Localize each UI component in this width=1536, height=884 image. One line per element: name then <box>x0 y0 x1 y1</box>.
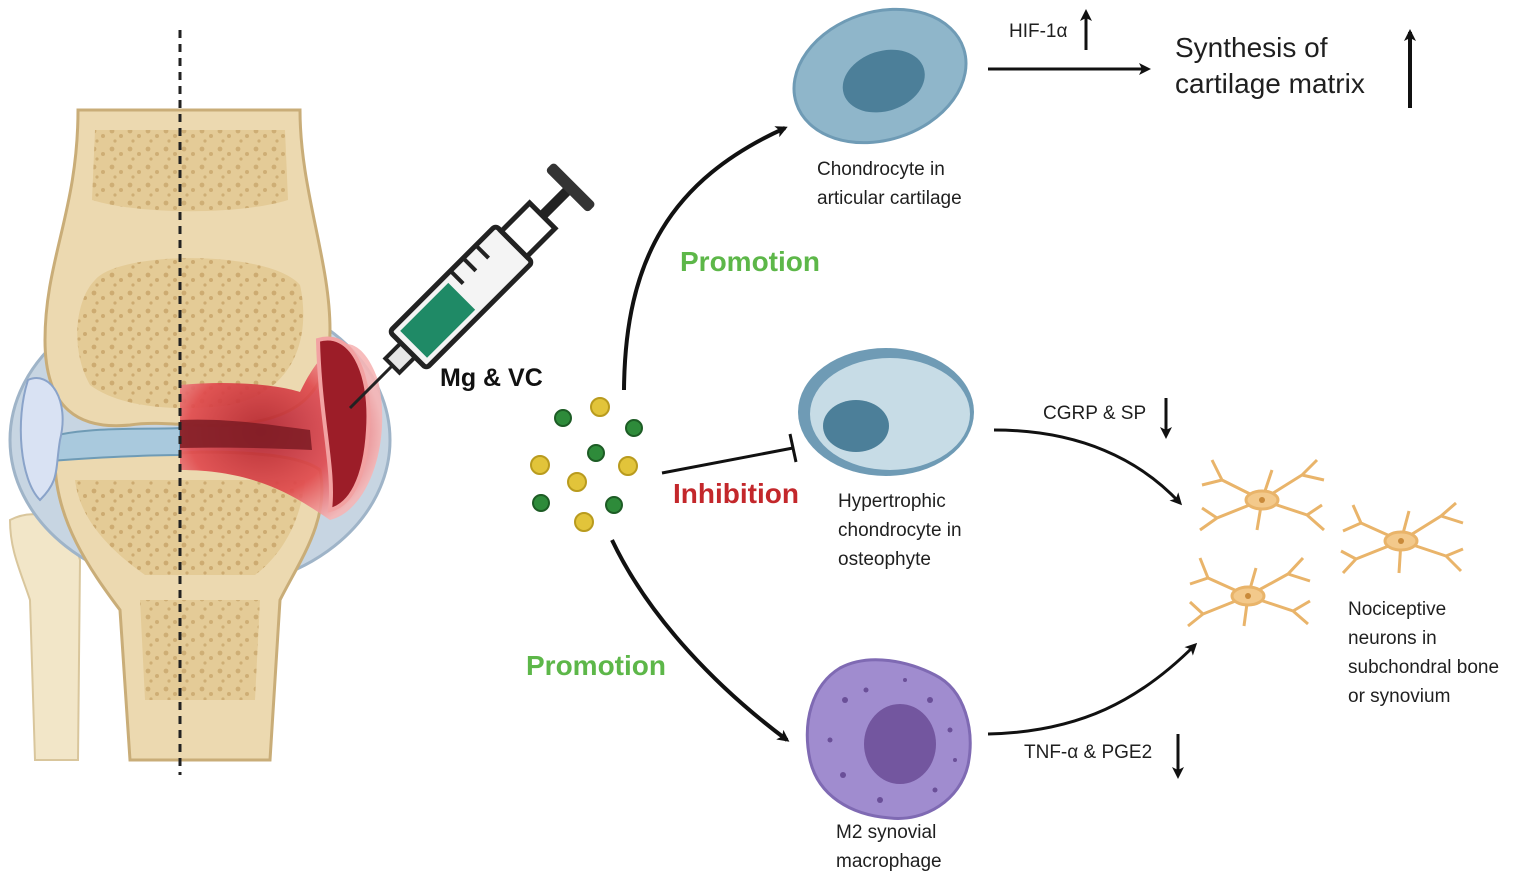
tnf-label: TNF-α & PGE2 <box>1024 742 1153 763</box>
outcome-label-line1: Synthesis of <box>1175 32 1328 63</box>
particle-green <box>554 409 572 427</box>
neurons-label-line4: or synovium <box>1348 686 1451 707</box>
nociceptive-neuron <box>1187 556 1311 628</box>
inhibition-arrow <box>661 446 794 475</box>
agent-label: Mg & VC <box>440 364 543 392</box>
particle-green <box>532 494 550 512</box>
outcome-label: Synthesis of cartilage matrix <box>1175 30 1365 102</box>
hypertrophic-label-line1: Hypertrophic <box>838 491 946 512</box>
tibia-lower-spongy <box>140 600 260 700</box>
femur-spongy-bone <box>77 258 304 409</box>
particle-yellow <box>574 512 594 532</box>
neurons-label-line2: neurons in <box>1348 628 1437 649</box>
particle-green <box>587 444 605 462</box>
particle-green <box>625 419 643 437</box>
inhibition-bar <box>788 433 798 463</box>
chondrocyte-label-line1: Chondrocyte in <box>817 159 945 180</box>
macrophage-label-line2: macrophage <box>836 851 942 872</box>
arrow-hypertrophic-to-neurons <box>993 428 1183 506</box>
hypertrophic-label-line2: chondrocyte in <box>838 520 962 541</box>
neurons-label-line3: subchondral bone <box>1348 657 1500 678</box>
promotion-arrow-top <box>622 126 788 391</box>
macrophage-label-line1: M2 synovial <box>836 822 937 843</box>
mg-vc-particles <box>530 397 643 532</box>
hypertrophic-label: Hypertrophic chondrocyte in osteophyte <box>838 487 962 574</box>
outcome-label-line2: cartilage matrix <box>1175 68 1365 99</box>
syringe-icon <box>348 163 595 410</box>
promotion-arrow-bottom <box>610 539 790 742</box>
hypertrophic-label-line3: osteophyte <box>838 549 931 570</box>
chondrocyte-label: Chondrocyte in articular cartilage <box>817 155 962 213</box>
neurons-label-line1: Nociceptive <box>1348 599 1447 620</box>
nociceptive-neuron <box>1340 501 1464 575</box>
arrow-macrophage-to-neurons <box>987 642 1198 736</box>
tibia-spongy-bone <box>75 480 305 575</box>
particle-green <box>605 496 623 514</box>
hypertrophic-chondrocyte-cell <box>798 348 974 476</box>
particle-yellow <box>618 456 638 476</box>
macrophage-label: M2 synovial macrophage <box>836 818 942 876</box>
chondrocyte-label-line2: articular cartilage <box>817 188 962 209</box>
m2-macrophage-cell <box>805 658 972 820</box>
neurons-label: Nociceptive neurons in subchondral bone … <box>1348 595 1499 711</box>
nociceptive-neuron <box>1199 458 1325 532</box>
knee-joint-illustration <box>8 30 392 775</box>
fibula-bone <box>8 513 82 761</box>
chondrocyte-cell <box>792 7 968 145</box>
promotion-label-top: Promotion <box>680 246 820 277</box>
hif-label: HIF-1α <box>1009 21 1068 42</box>
damaged-cartilage <box>180 419 312 450</box>
meniscus <box>19 377 64 502</box>
promotion-label-bottom: Promotion <box>526 650 666 681</box>
inflamed-synovium <box>315 336 371 513</box>
particle-yellow <box>567 472 587 492</box>
cgrp-label: CGRP & SP <box>1043 403 1147 424</box>
particle-yellow <box>590 397 610 417</box>
inhibition-label: Inhibition <box>673 478 799 509</box>
particle-yellow <box>530 455 550 475</box>
femur-upper-spongy <box>92 130 288 212</box>
